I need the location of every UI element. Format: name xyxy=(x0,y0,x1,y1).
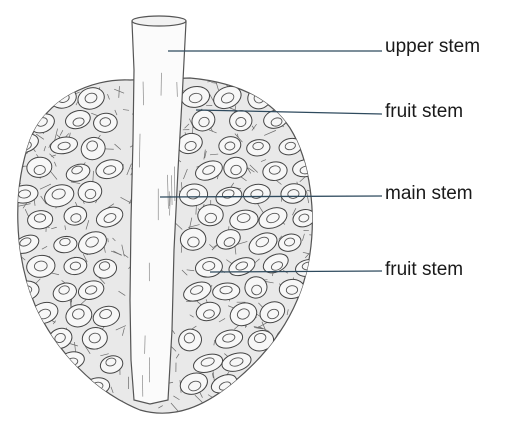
spikelet-stroke xyxy=(303,314,306,322)
spikelet-stroke xyxy=(280,369,288,372)
fruitlet xyxy=(11,84,45,110)
spikelet-stroke xyxy=(262,382,267,388)
spikelet-stroke xyxy=(9,90,19,95)
spikelet-stroke xyxy=(246,88,253,89)
spikelet-stroke xyxy=(311,325,320,330)
spikelet-stroke xyxy=(38,375,42,377)
spikelet-stroke xyxy=(29,99,35,105)
spikelet-stroke xyxy=(289,81,295,84)
spikelet-stroke xyxy=(302,295,309,296)
spikelet-stroke xyxy=(300,130,305,132)
spikelet-stroke xyxy=(69,385,71,393)
spikelet-stroke xyxy=(292,115,304,116)
fruitlet xyxy=(290,110,321,137)
spikelet-stroke xyxy=(281,90,282,98)
spikelet-stroke xyxy=(290,372,300,380)
spikelet-stroke xyxy=(313,82,316,90)
spikelet-stroke xyxy=(78,397,83,403)
fruitlet xyxy=(27,352,59,377)
spikelet-stroke xyxy=(287,348,294,351)
spikelet-stroke xyxy=(72,403,73,415)
spikelet-stroke xyxy=(303,393,312,394)
spikelet-stroke xyxy=(260,400,267,405)
spikelet-stroke xyxy=(18,358,22,368)
spikelet-stroke xyxy=(303,291,311,298)
spikelet-stroke xyxy=(305,345,310,348)
fruitlet xyxy=(277,377,305,399)
spikelet-stroke xyxy=(270,368,274,378)
spikelet-stroke xyxy=(42,101,44,105)
spikelet-stroke xyxy=(66,388,75,394)
spikelet-stroke xyxy=(305,379,306,385)
spikelet-stroke xyxy=(287,90,290,95)
spikelet-stroke xyxy=(53,91,61,92)
spikelet-stroke xyxy=(235,392,246,394)
fruitlet xyxy=(260,350,295,378)
spikelet-stroke xyxy=(274,368,276,376)
spikelet-stroke xyxy=(309,82,317,88)
spikelet-stroke xyxy=(311,188,318,191)
spikelet-stroke xyxy=(11,243,15,244)
fruitlet xyxy=(15,324,44,350)
spikelet-stroke xyxy=(49,377,52,389)
spikelet-stroke xyxy=(288,92,293,96)
stem-top-cut xyxy=(132,16,186,26)
spikelet-stroke xyxy=(307,104,309,108)
label-upper-stem: upper stem xyxy=(385,36,480,58)
spikelet-stroke xyxy=(17,264,18,274)
fruitlet xyxy=(291,349,321,373)
spikelet-stroke xyxy=(278,91,281,96)
fruitlet xyxy=(13,374,44,399)
spikelet-stroke xyxy=(253,78,254,86)
spikelet-stroke xyxy=(20,122,23,132)
spikelet-stroke xyxy=(81,376,87,377)
spikelet-stroke xyxy=(307,140,310,143)
spikelet-stroke xyxy=(13,178,15,185)
spikelet-stroke xyxy=(34,349,40,357)
spikelet-stroke xyxy=(270,90,282,92)
spikelet-stroke xyxy=(300,333,306,337)
spikelet-stroke xyxy=(60,410,66,412)
spikelet-stroke xyxy=(288,332,292,337)
spikelet-stroke xyxy=(94,395,97,399)
label-fruit-stem-top: fruit stem xyxy=(385,101,463,123)
spikelet-stroke xyxy=(91,402,96,404)
spikelet-stroke xyxy=(17,145,21,146)
spikelet-stroke xyxy=(32,322,39,329)
spikelet-stroke xyxy=(54,370,61,373)
spikelet-stroke xyxy=(203,405,207,412)
spikelet-stroke xyxy=(215,397,219,407)
spikelet-stroke xyxy=(12,403,16,407)
spikelet-stroke xyxy=(62,365,70,366)
spikelet-stroke xyxy=(38,117,40,121)
spikelet-stroke xyxy=(51,353,55,363)
spikelet-stroke xyxy=(269,356,277,363)
spikelet-stroke xyxy=(64,386,74,390)
label-main-stem: main stem xyxy=(385,183,473,205)
fruitlet xyxy=(278,82,310,108)
spikelet-stroke xyxy=(312,220,321,223)
spikelet-stroke xyxy=(272,398,281,406)
spikelet-stroke xyxy=(308,154,315,158)
spikelet-stroke xyxy=(87,398,88,408)
spikelet-stroke xyxy=(65,70,72,81)
spikelet-stroke xyxy=(293,101,303,103)
spikelet-stroke xyxy=(273,350,277,352)
label-fruit-stem-bottom: fruit stem xyxy=(385,259,463,281)
spikelet-stroke xyxy=(35,333,38,337)
fruitlet xyxy=(48,371,80,395)
spikelet-stroke xyxy=(60,374,67,380)
fruitlet xyxy=(248,373,276,397)
spikelet-stroke xyxy=(297,81,300,87)
spikelet-stroke xyxy=(66,93,70,95)
spikelet-stroke xyxy=(44,396,50,403)
